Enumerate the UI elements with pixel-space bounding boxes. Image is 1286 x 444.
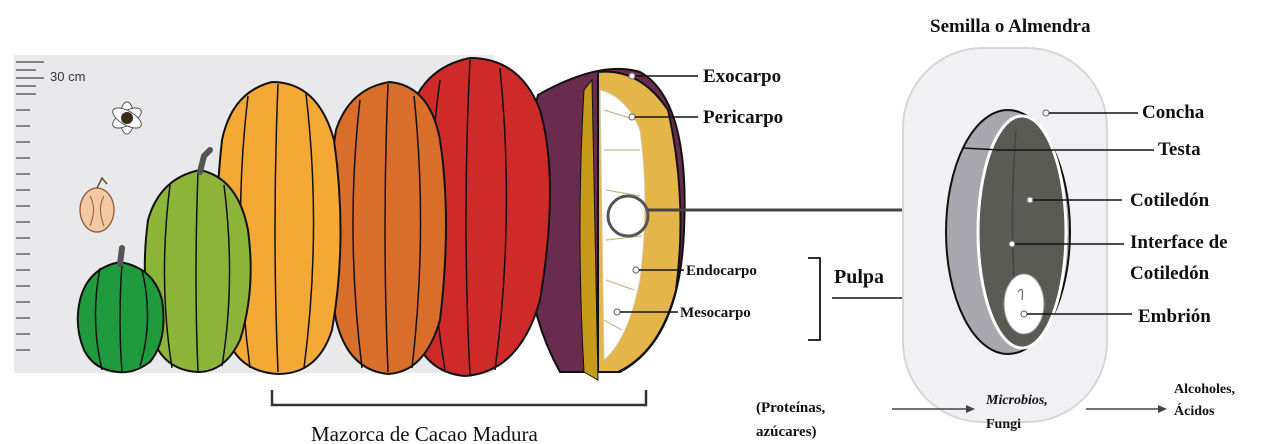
flow-step2-line2: Fungi xyxy=(986,417,1021,432)
flow-step2-line1: Microbios, xyxy=(985,393,1048,408)
flow-step1-line2: azúcares) xyxy=(756,424,817,440)
label-testa: Testa xyxy=(1158,139,1201,160)
label-cotiledon: Cotiledón xyxy=(1130,190,1210,211)
label-mesocarpo: Mesocarpo xyxy=(680,305,751,321)
label-interface-2: Cotiledón xyxy=(1130,263,1210,284)
caption-bracket xyxy=(272,390,646,405)
label-endocarpo: Endocarpo xyxy=(686,263,757,279)
label-embrion: Embrión xyxy=(1138,306,1211,327)
seed-title: Semilla o Almendra xyxy=(930,16,1091,37)
label-interface-1: Interface de xyxy=(1130,232,1228,253)
seed-embryo xyxy=(1004,274,1044,334)
label-exocarpo: Exocarpo xyxy=(703,66,781,87)
label-concha: Concha xyxy=(1142,102,1205,123)
pulpa-bracket xyxy=(808,258,820,340)
label-pericarpo: Pericarpo xyxy=(703,107,783,128)
flow-step3-line1: Alcoholes, xyxy=(1174,382,1235,397)
flow-step1-line1: (Proteínas, xyxy=(756,400,826,416)
flow-arrow-2-head xyxy=(1158,405,1167,413)
label-pulpa: Pulpa xyxy=(834,266,884,288)
pod-caption: Mazorca de Cacao Madura xyxy=(311,422,538,444)
ruler-label: 30 cm xyxy=(50,69,85,84)
seed xyxy=(946,110,1070,354)
flow-step3-line2: Ácidos xyxy=(1174,402,1215,419)
